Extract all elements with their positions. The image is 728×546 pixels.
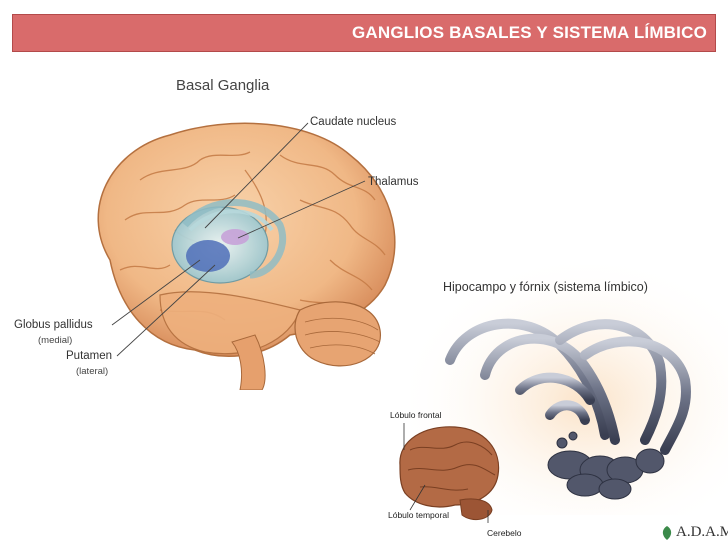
caudate-nucleus-label: Caudate nucleus — [310, 116, 397, 128]
title-bar: GANGLIOS BASALES Y SISTEMA LÍMBICO — [12, 14, 716, 52]
frontal-lobe-label: Lóbulo frontal — [390, 410, 442, 420]
basal-ganglia-brain-illustration — [97, 122, 396, 390]
hippocampus-fornix-illustration — [410, 265, 728, 515]
adam-logo: A.D.A.M. — [660, 524, 728, 541]
putamen-label: Putamen — [66, 350, 113, 362]
putamen-sublabel: (lateral) — [76, 366, 109, 377]
globus-pallidus-label: Globus pallidus — [14, 319, 93, 331]
adam-logo-text: A.D.A.M. — [676, 524, 728, 540]
slide-title: GANGLIOS BASALES Y SISTEMA LÍMBICO — [351, 23, 707, 42]
basal-ganglia-heading: Basal Ganglia — [176, 77, 270, 94]
limbic-heading: Hipocampo y fórnix (sistema límbico) — [443, 280, 648, 294]
thalamus-label: Thalamus — [368, 176, 419, 188]
cerebellum-label: Cerebelo — [487, 528, 522, 538]
temporal-lobe-label: Lóbulo temporal — [388, 510, 449, 520]
adam-leaf-icon — [662, 525, 672, 540]
globus-pallidus-sublabel: (medial) — [38, 335, 73, 346]
small-brain-inset-illustration — [399, 423, 500, 523]
